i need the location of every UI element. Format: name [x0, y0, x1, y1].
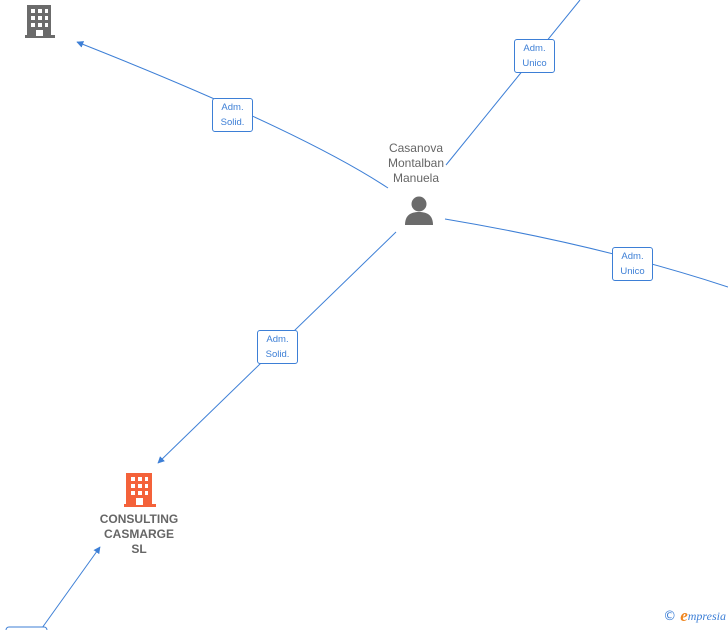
copyright-icon: © [663, 608, 677, 624]
person-name-line3: Manuela [392, 171, 440, 185]
edge-label-line2: Unico [620, 266, 645, 277]
edge-label-adm-unico[interactable]: Adm. Unico [612, 247, 653, 281]
edge-label-line2: Unico [522, 58, 547, 69]
edge-label-adm-solid[interactable]: Adm. Solid. [257, 330, 298, 364]
person-name-line2: Montalban [387, 156, 445, 170]
company-name-line3: SL [131, 542, 147, 556]
edge-person-to-right[interactable] [444, 218, 728, 288]
edge-person-to-top-right[interactable] [445, 0, 581, 166]
edge-label-line1: Adm. [621, 251, 644, 262]
building-icon[interactable] [124, 473, 156, 507]
edge-label-line1: Adm. [523, 43, 546, 54]
person-name[interactable]: Casanova Montalban Manuela [366, 141, 466, 186]
company-name-line1: CONSULTING [99, 512, 179, 526]
edge-label-line1: Adm. [221, 102, 244, 113]
person-name-line1: Casanova [388, 141, 444, 155]
edge-bottom-left-to-consulting[interactable] [41, 546, 101, 629]
building-icon[interactable] [25, 5, 55, 38]
edge-label-partial [5, 626, 48, 630]
edge-person-to-top-company[interactable] [76, 41, 389, 189]
company-name[interactable]: CONSULTING CASMARGE SL [84, 512, 194, 557]
edge-label-adm-solid[interactable]: Adm. Solid. [212, 98, 253, 132]
brand-initial: e [680, 606, 688, 625]
person-icon[interactable] [405, 196, 433, 226]
edge-label-line2: Solid. [220, 117, 245, 128]
edge-label-adm-unico[interactable]: Adm. Unico [514, 39, 555, 73]
company-name-line2: CASMARGE [103, 527, 174, 541]
edge-label-line2: Solid. [265, 349, 290, 360]
empresia-watermark: © e mpresia [663, 606, 726, 626]
edge-label-line1: Adm. [266, 334, 289, 345]
brand-name: mpresia [687, 608, 726, 623]
